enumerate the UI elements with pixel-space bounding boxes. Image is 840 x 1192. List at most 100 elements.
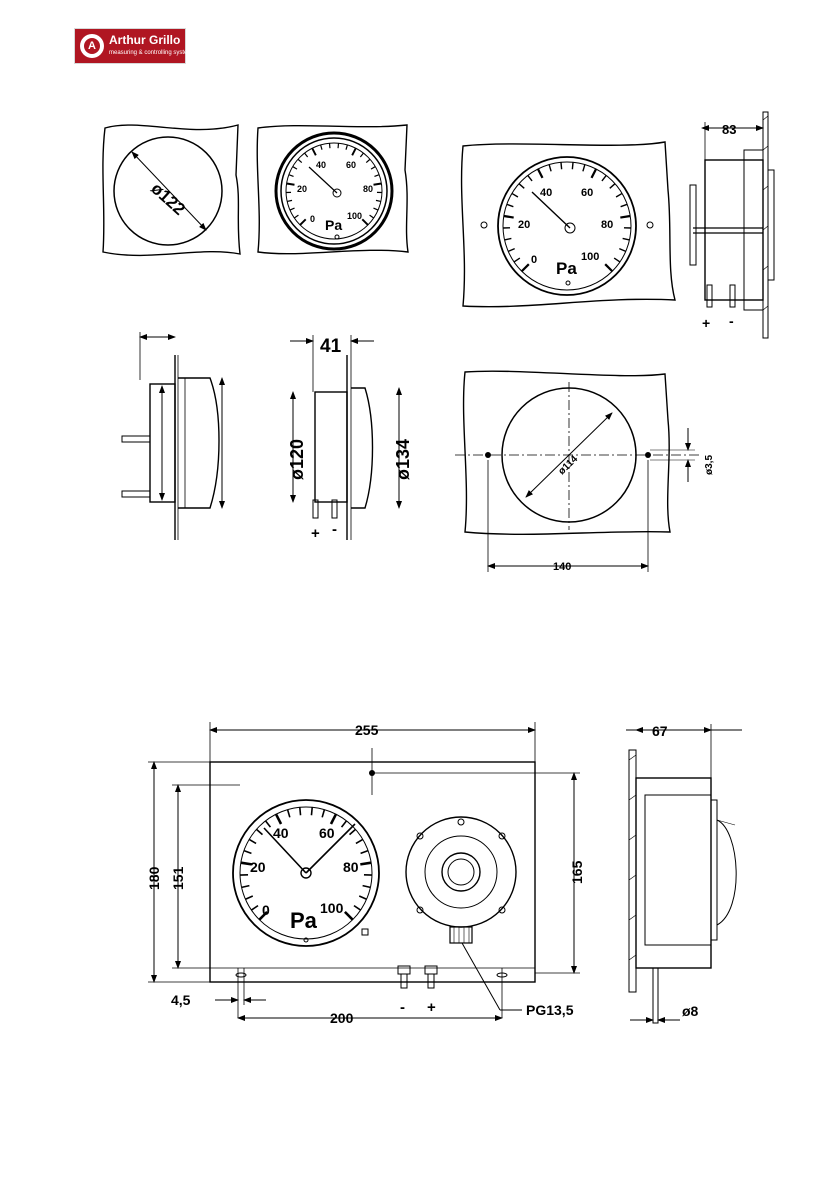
gauge-tick (371, 167, 375, 170)
gauge-tick (360, 153, 363, 157)
gauge-tick (300, 807, 301, 815)
gauge-tick (592, 169, 597, 178)
gauge-tick (289, 175, 294, 177)
gauge-tick (616, 193, 622, 197)
large-gauge-label-0: 0 (531, 254, 537, 266)
gauge-tick (519, 184, 524, 189)
front-gland: PG13,5 (526, 1002, 574, 1018)
gauge-tick (514, 258, 520, 262)
gauge-tick (522, 264, 529, 271)
front-port-minus: - (400, 999, 405, 1016)
gauge-tick (359, 896, 366, 899)
front-gauge-label-60: 60 (319, 825, 335, 841)
gauge-tick (312, 148, 316, 155)
gauge-tick (370, 215, 374, 218)
gauge-tick (561, 162, 562, 169)
large-gauge-label-100: 100 (581, 251, 599, 263)
gauge-tick (373, 208, 378, 210)
gauge-tick (374, 175, 379, 177)
large-gauge-label-20: 20 (518, 219, 530, 231)
gauge-tick (294, 215, 298, 218)
front-offset: 4,5 (171, 992, 191, 1008)
panel-hole-dia: ø114 (556, 453, 580, 477)
gauge-tick (288, 810, 290, 818)
gauge-tick (311, 807, 312, 815)
gauge-tick (621, 204, 628, 206)
gauge-tick (345, 912, 353, 920)
gauge-tick (374, 183, 382, 184)
large-gauge-unit: Pa (556, 259, 577, 278)
front-height-inner: 151 (170, 866, 186, 890)
side-depth: 67 (652, 723, 668, 739)
gauge-tick (361, 851, 369, 854)
gauge-tick (266, 821, 271, 827)
front-gauge-label-40: 40 (273, 825, 289, 841)
gauge-tick (538, 169, 543, 178)
side-port-dia: ø8 (682, 1003, 699, 1019)
gauge-tick (251, 906, 258, 910)
large-gauge-label-60: 60 (581, 187, 593, 199)
cutout-dia-label: ø122 (147, 179, 189, 219)
enclosure-side-view: 67 ø8 (626, 723, 742, 1023)
gauge-tick (287, 200, 292, 201)
front-gauge-label-20: 20 (250, 859, 266, 875)
gauge-tick (276, 814, 281, 824)
large-gauge-view: 0 20 40 60 80 100 Pa (462, 142, 675, 307)
gauge-tick (504, 216, 514, 218)
small-gauge-view: 0 20 40 60 80 100 Pa (257, 125, 408, 254)
gauge-tick (242, 886, 250, 888)
side-dim-body-dia: ø120 (287, 439, 307, 480)
front-width: 255 (355, 722, 379, 738)
gauge-tick (249, 839, 256, 843)
front-gauge-label-100: 100 (320, 900, 344, 916)
gauge-tick (305, 153, 308, 157)
gauge-tick (256, 829, 262, 834)
gauge-tick (623, 238, 630, 240)
small-gauge-unit: Pa (325, 217, 342, 233)
side-dim-flange-dia: ø134 (393, 439, 413, 480)
gauge-tick (528, 175, 532, 181)
gauge-tick (244, 851, 252, 854)
front-height-outer: 180 (146, 866, 162, 890)
gauge-tick (362, 219, 368, 225)
gauge-tick (321, 145, 322, 150)
gauge-tick (619, 249, 625, 252)
gauge-tick (572, 162, 573, 169)
gauge-tick (360, 863, 371, 865)
side-view-large: 83 + - (690, 112, 774, 338)
gauge-tick (376, 200, 381, 201)
gauge-tick (346, 145, 347, 150)
gauge-tick (507, 204, 514, 206)
side-dim-port-minus: - (332, 521, 337, 538)
small-gauge-label-80: 80 (363, 184, 373, 194)
front-port-plus: + (427, 999, 436, 1016)
gauge-tick (245, 896, 252, 899)
front-height-right: 165 (569, 860, 585, 884)
gauge-tick (342, 821, 347, 827)
panel-spacing: 140 (553, 561, 571, 573)
cutout-view: ø122 (103, 125, 240, 255)
gauge-tick (300, 219, 306, 225)
side-view-dimensioned: 41 ø120 ø134 + - (287, 335, 413, 542)
side-large-depth: 83 (722, 122, 736, 137)
gauge-tick (602, 175, 606, 181)
enclosure-front-view: 255 180 151 165 0 20 40 60 80 100 Pa (146, 722, 585, 1026)
panel-bolt-dia: ø3,5 (704, 455, 715, 475)
front-gauge-label-0: 0 (262, 902, 270, 918)
gauge-tick (583, 165, 585, 172)
large-gauge-label-40: 40 (540, 187, 552, 199)
panel-cutout-view: ø114 ø3,5 140 (455, 371, 715, 573)
gauge-tick (614, 258, 620, 262)
gauge-tick (354, 906, 361, 910)
large-gauge-ticks (503, 162, 631, 271)
front-gauge-unit: Pa (290, 908, 318, 933)
front-gauge-label-80: 80 (343, 859, 359, 875)
gauge-tick (505, 238, 512, 240)
gauge-tick (298, 159, 302, 162)
gauge-tick (322, 810, 324, 818)
gauge-tick (366, 159, 370, 162)
large-gauge-label-80: 80 (601, 219, 613, 231)
small-gauge-label-60: 60 (346, 160, 356, 170)
front-spacing: 200 (330, 1010, 354, 1026)
